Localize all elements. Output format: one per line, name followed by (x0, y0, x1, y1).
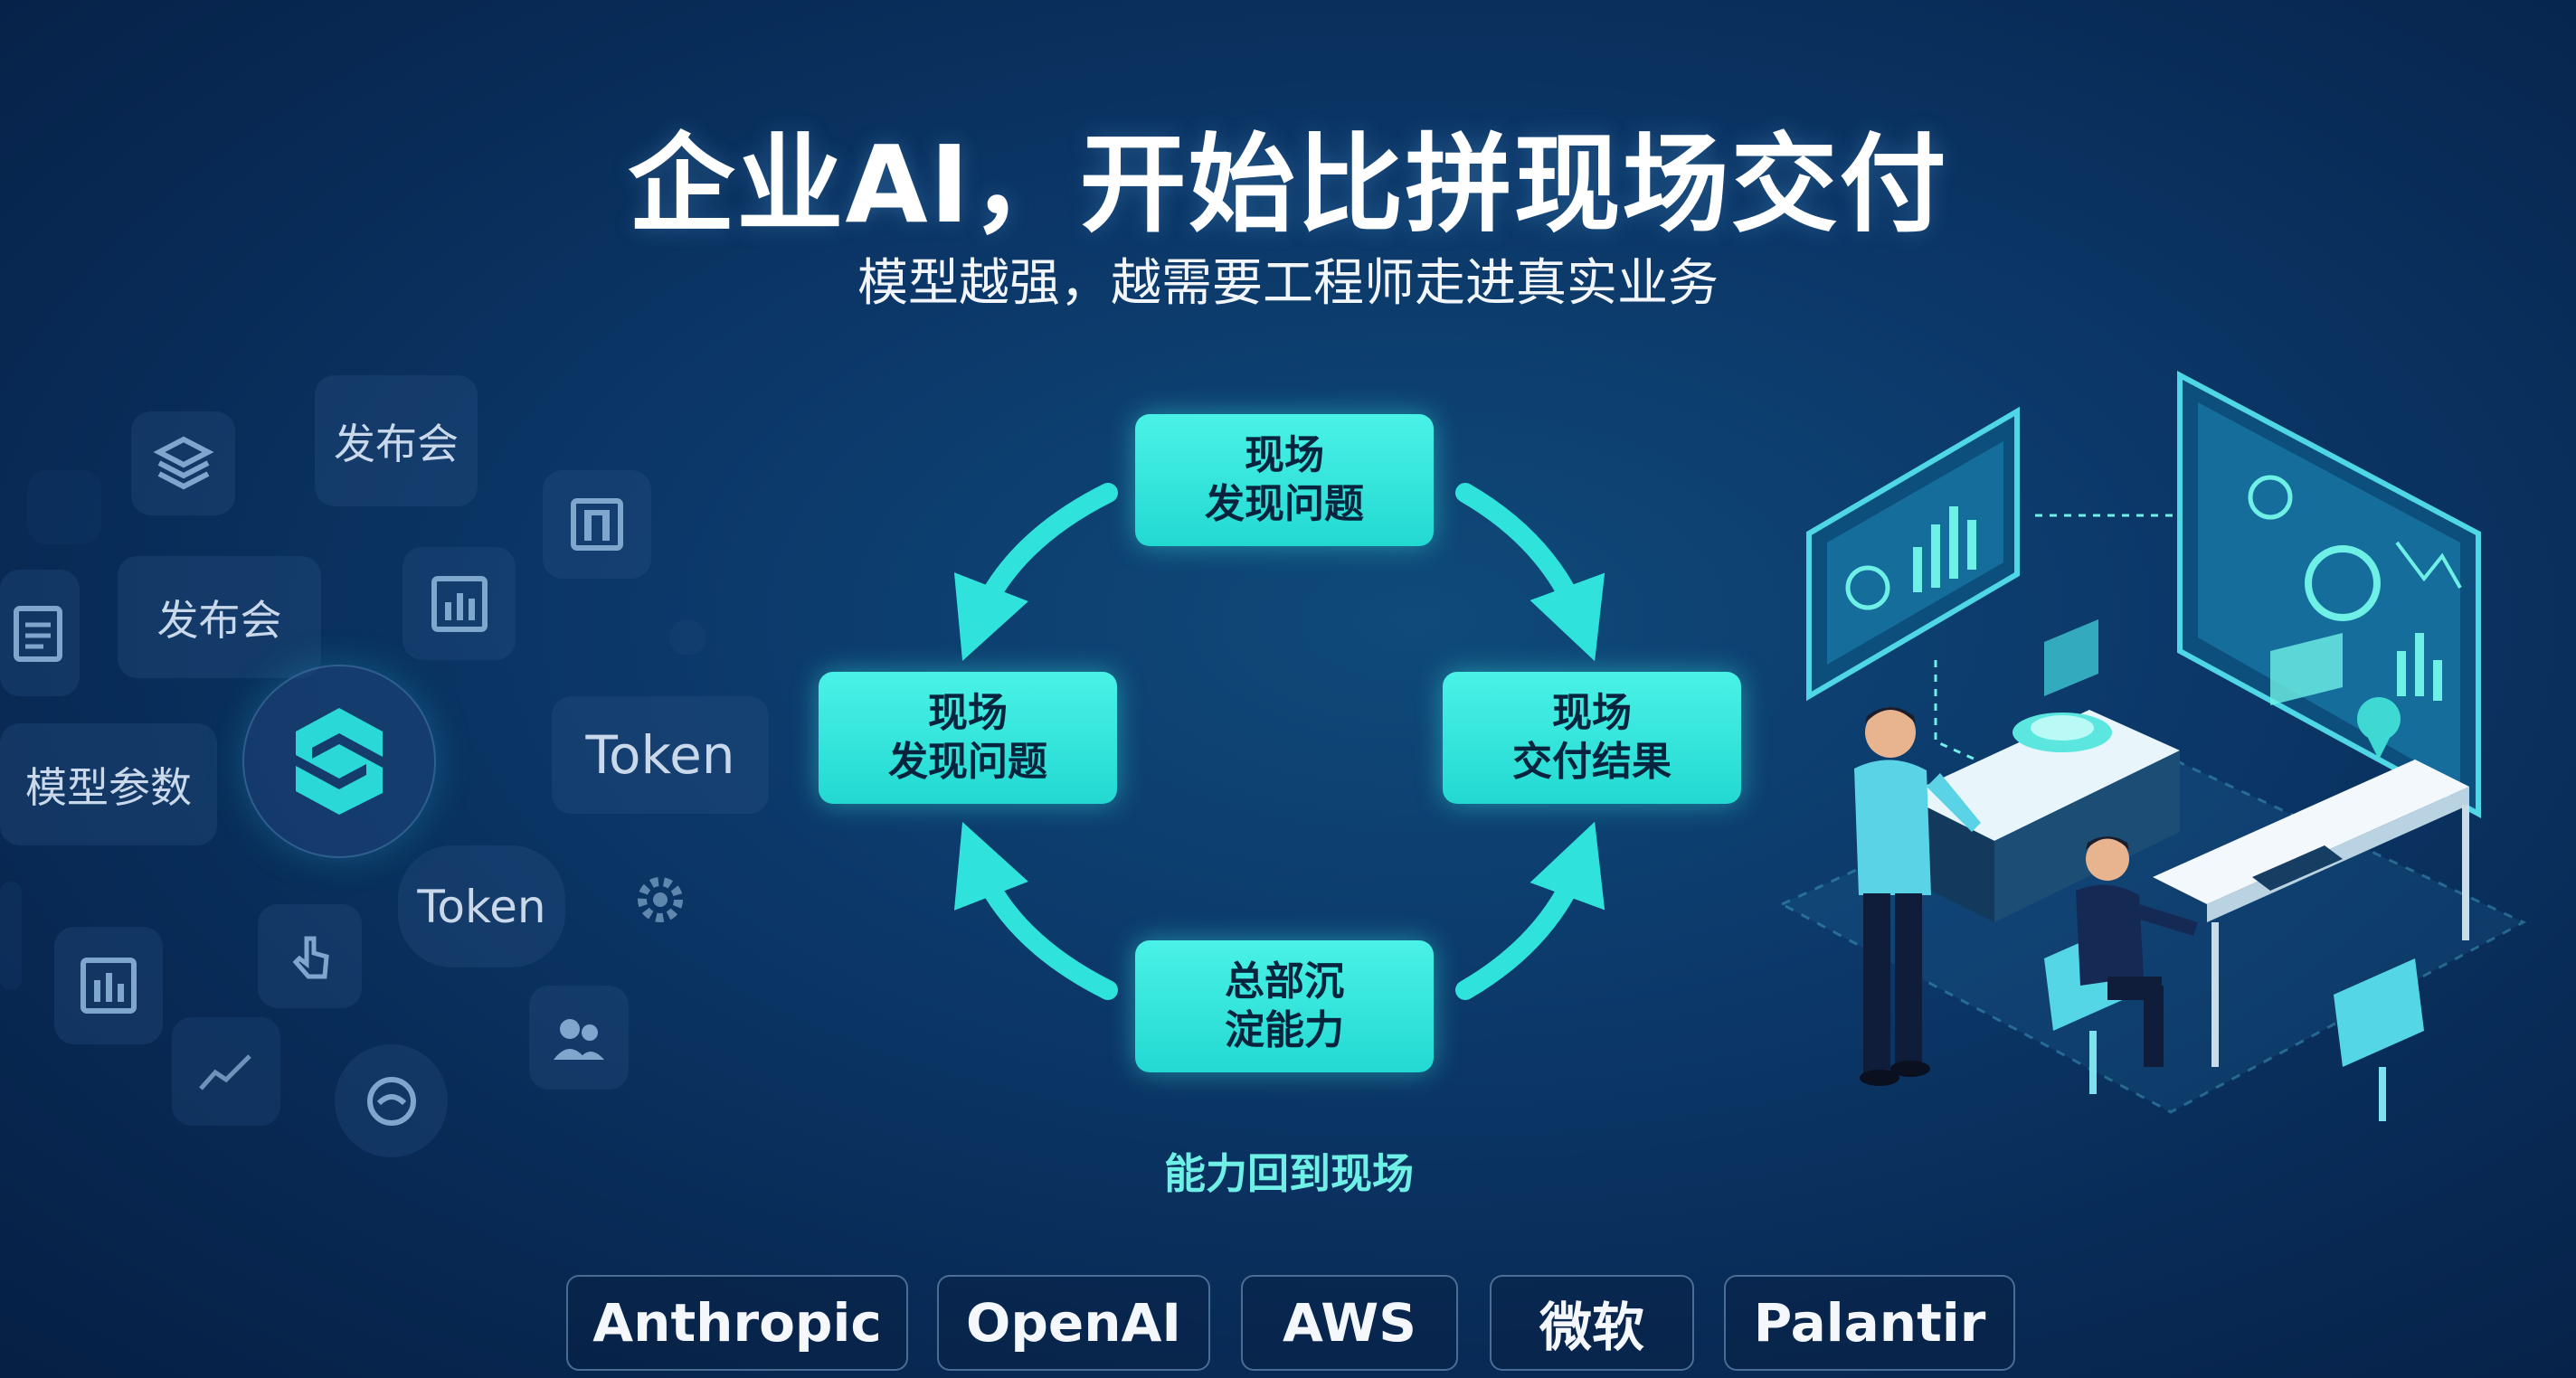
chart-tile-2 (54, 927, 163, 1044)
layers-tile (131, 411, 235, 515)
node-right-line1: 现场 (1552, 690, 1632, 736)
bar-chart-icon (80, 958, 137, 1014)
link-tile (335, 1044, 448, 1157)
partner-tag-microsoft: 微软 (1490, 1275, 1694, 1371)
chip-token-2: Token (398, 845, 565, 967)
trend-tile (172, 1017, 280, 1126)
document-tile (0, 570, 80, 696)
layers-icon (152, 436, 214, 489)
chip-launch-event-2: 发布会 (118, 556, 321, 678)
partner-tag-palantir: Palantir (1724, 1275, 2015, 1371)
node-bottom: 总部沉 淀能力 (1135, 940, 1434, 1072)
trend-line-icon (199, 1054, 251, 1090)
node-top: 现场 发现问题 (1135, 414, 1434, 546)
link-icon (366, 1076, 416, 1126)
touch-icon (292, 936, 329, 978)
building-tile (543, 470, 651, 579)
node-bottom-line2: 淀能力 (1225, 1007, 1344, 1053)
partner-tags: Anthropic OpenAI AWS 微软 Palantir (0, 1275, 2576, 1371)
partner-tag-aws: AWS (1241, 1275, 1458, 1371)
users-tile (529, 986, 629, 1090)
building-icon (571, 498, 623, 551)
document-icon (14, 606, 62, 662)
bar-chart-icon (431, 575, 488, 632)
node-right: 现场 交付结果 (1443, 672, 1741, 804)
engineers-workspace-illustration (1778, 371, 2527, 1121)
chip-token-1: Token (552, 696, 769, 814)
edge-tile (0, 882, 22, 990)
node-right-line2: 交付结果 (1512, 739, 1672, 785)
node-left-line2: 发现问题 (888, 739, 1047, 785)
page-subtitle: 模型越强，越需要工程师走进真实业务 (857, 254, 1719, 313)
users-icon (554, 1018, 604, 1060)
arrow-top-to-left (953, 483, 1118, 662)
cycle-caption: 能力回到现场 (1164, 1149, 1414, 1198)
partner-tag-openai: OpenAI (937, 1275, 1210, 1371)
touch-tile (258, 904, 362, 1008)
arrow-bottom-to-left (953, 821, 1118, 1000)
blank-tile-small (669, 619, 706, 656)
arrow-bottom-to-right (1455, 821, 1605, 1000)
logo-circle (242, 665, 436, 858)
blank-tile (27, 470, 101, 544)
chip-launch-event-1: 发布会 (315, 375, 478, 506)
chart-tile-1 (402, 547, 516, 660)
node-bottom-line1: 总部沉 (1225, 958, 1344, 1005)
node-left: 现场 发现问题 (819, 672, 1117, 804)
node-top-line1: 现场 (1245, 432, 1324, 478)
page-title: 企业AI，开始比拼现场交付 (628, 122, 1948, 247)
node-left-line1: 现场 (928, 690, 1008, 736)
gear-tile (624, 864, 696, 936)
node-top-line2: 发现问题 (1205, 481, 1364, 527)
arrow-top-to-right (1455, 483, 1605, 662)
chip-model-params: 模型参数 (0, 723, 217, 845)
partner-tag-anthropic: Anthropic (566, 1275, 908, 1371)
brand-logo-icon (296, 708, 383, 815)
gear-icon (638, 877, 683, 922)
